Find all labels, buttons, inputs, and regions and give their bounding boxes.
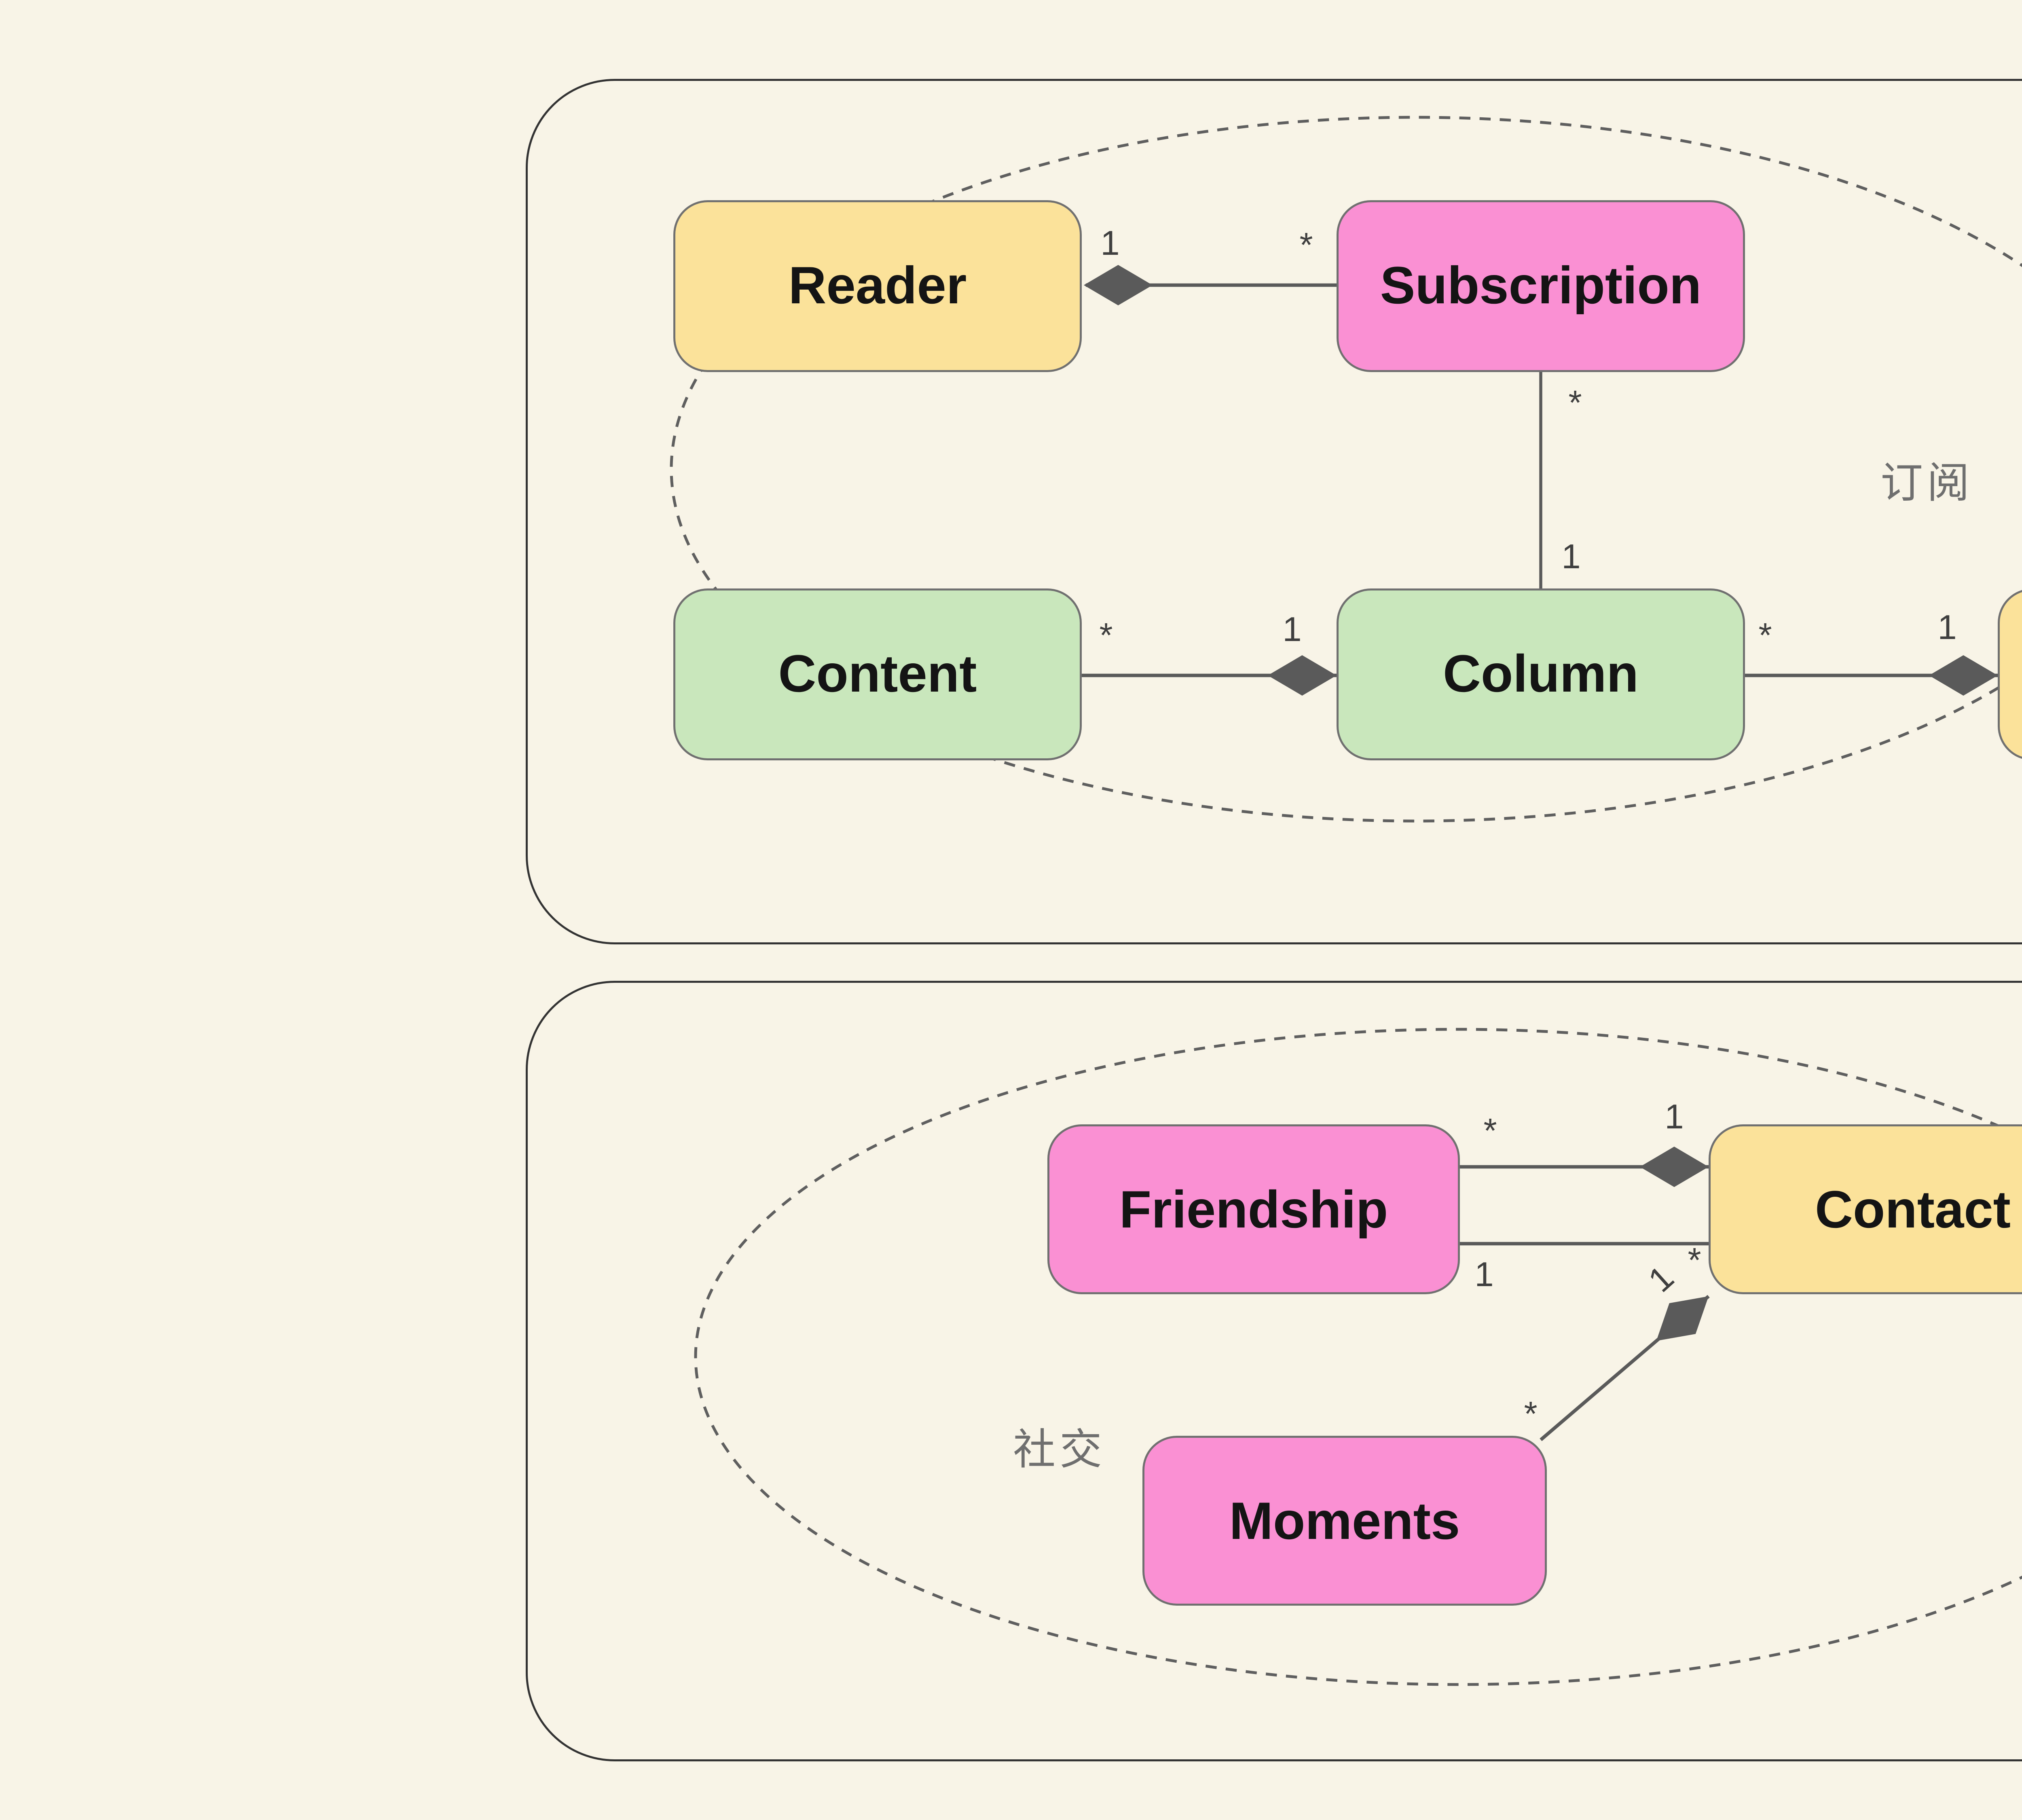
relation-reader-subscription: [1084, 265, 1337, 305]
multiplicity-subscription-column-bottom: 1: [1561, 538, 1581, 576]
entity-moments: Moments: [1142, 1436, 1547, 1606]
entity-moments-label: Moments: [1229, 1489, 1460, 1550]
entity-column: Column: [1337, 588, 1745, 760]
entity-author: Author: [1998, 588, 2022, 760]
aggregation-diamond-icon: [1656, 1296, 1709, 1341]
aggregation-diamond-icon: [1268, 655, 1337, 696]
entity-contact: Contact: [1709, 1124, 2022, 1294]
relation-moments-contact: [1540, 1295, 1710, 1441]
entity-friendship: Friendship: [1047, 1124, 1460, 1294]
entity-contact-label: Contact: [1815, 1178, 2011, 1239]
multiplicity-friendship-bottom-side: 1: [1474, 1256, 1494, 1294]
aggregation-diamond-icon: [1084, 265, 1153, 305]
social-domain-label: 社交: [1013, 1426, 1106, 1474]
multiplicity-column-right-side: *: [1758, 617, 1772, 655]
social-ellipse: [694, 1028, 2022, 1686]
entity-content-label: Content: [778, 643, 977, 704]
multiplicity-subscription-column-top: *: [1568, 384, 1582, 423]
relation-column-author: [1745, 655, 1998, 696]
subscription-domain-container: [526, 79, 2022, 944]
social-domain-container: [526, 981, 2022, 1761]
entity-column-label: Column: [1443, 643, 1639, 704]
entity-content: Content: [673, 588, 1082, 760]
subscription-domain-label: 订阅: [1880, 459, 1973, 508]
multiplicity-subscription-side: *: [1299, 226, 1313, 265]
multiplicity-contact-top-side: 1: [1665, 1098, 1684, 1136]
multiplicity-friendship-top-side: *: [1483, 1112, 1497, 1151]
multiplicity-content-side: *: [1099, 617, 1113, 655]
entity-friendship-label: Friendship: [1119, 1178, 1388, 1239]
multiplicity-contact-bottom-side: *: [1688, 1242, 1701, 1280]
aggregation-diamond-icon: [1929, 655, 1998, 696]
multiplicity-author-side: 1: [1937, 609, 1957, 647]
relation-content-column: [1082, 655, 1337, 696]
relation-friendship-contact-top: [1460, 1147, 1709, 1187]
multiplicity-column-left-side: 1: [1282, 611, 1302, 649]
aggregation-diamond-icon: [1640, 1147, 1709, 1187]
entity-subscription: Subscription: [1337, 200, 1745, 372]
multiplicity-moments-side: *: [1524, 1395, 1538, 1434]
entity-subscription-label: Subscription: [1380, 255, 1702, 315]
multiplicity-reader-side: 1: [1100, 224, 1120, 263]
entity-reader: Reader: [673, 200, 1082, 372]
entity-reader-label: Reader: [788, 255, 967, 315]
